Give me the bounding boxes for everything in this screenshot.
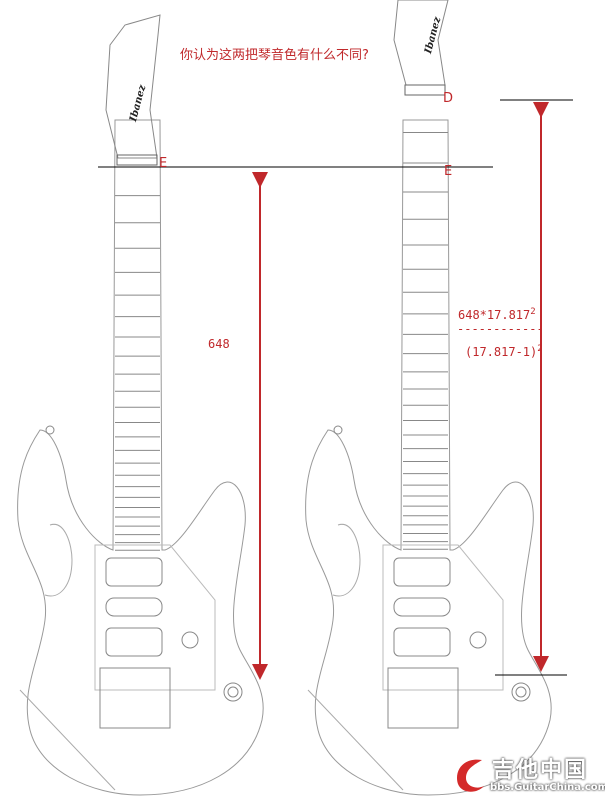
formula-denominator: (17.817-1)2 [465,344,543,359]
label-e-left: E [159,156,168,171]
formula-numerator-exp: 2 [530,307,536,317]
right-guitar [305,0,552,796]
left-guitar [17,14,264,796]
dragon-icon [457,759,484,792]
label-e-right: E [444,164,453,179]
watermark-url: bbs.GuitarChina.com [490,782,605,793]
formula-numerator: 648*17.8172 [458,307,536,322]
scale-length-label: 648 [208,337,230,351]
watermark-cn: 吉他中国 [492,758,589,783]
watermark-logo: 吉他中国 bbs.GuitarChina.com [452,752,605,802]
formula-numerator-text: 648*17.817 [458,308,531,322]
formula-denominator-exp: 2 [537,344,543,354]
label-d: D [443,91,454,106]
formula-bar: ------------ [457,322,544,336]
question-text: 你认为这两把琴音色有什么不同? [180,48,369,63]
formula-denominator-text: (17.817-1) [465,345,538,359]
